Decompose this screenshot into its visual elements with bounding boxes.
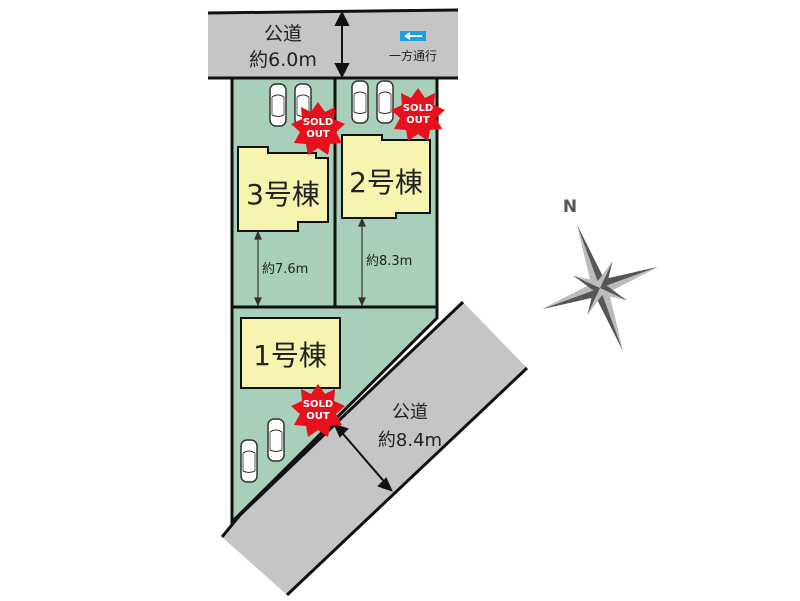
diagonal-road [222, 302, 527, 595]
diagonal-road-width-arrow [333, 423, 393, 492]
compass-icon [541, 224, 659, 352]
building-3[interactable]: 3号棟 [237, 146, 329, 232]
building-1-label: 1号棟 [253, 339, 327, 372]
depth-arrow-2 [358, 217, 366, 307]
compass-north-label: N [563, 197, 577, 217]
building-2-label: 2号棟 [349, 166, 423, 199]
building-3-label: 3号棟 [246, 178, 320, 211]
diagonal-road-width: 約8.4m [378, 430, 442, 451]
depth-label-2: 約8.3m [366, 254, 412, 269]
building-2[interactable]: 2号棟 [341, 134, 431, 219]
building-1[interactable]: 1号棟 [240, 317, 341, 389]
one-way-label: 一方通行 [389, 48, 437, 63]
diagonal-road-label: 公道 [392, 402, 428, 423]
depth-arrow-3 [254, 230, 262, 307]
top-road-width-arrow [334, 10, 350, 79]
top-road-label: 公道 [264, 23, 302, 45]
arrow-left-icon [400, 31, 426, 41]
depth-label-3: 約7.6m [262, 262, 308, 277]
top-road [208, 10, 458, 78]
top-road-width: 約6.0m [249, 49, 317, 71]
